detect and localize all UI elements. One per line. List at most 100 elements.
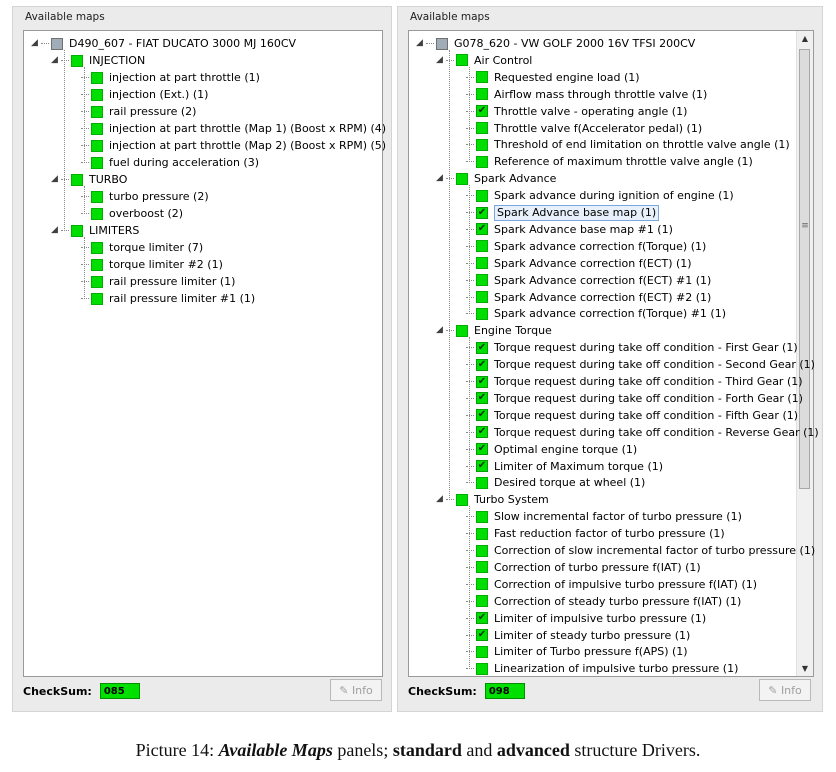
green-checkbox-icon[interactable] bbox=[91, 122, 103, 135]
tree-item-map[interactable]: Spark Advance correction f(ECT) #1 (1) bbox=[455, 272, 711, 289]
tree-item-group[interactable]: ◢TURBO bbox=[50, 171, 127, 188]
collapse-arrow-icon[interactable]: ◢ bbox=[416, 38, 423, 48]
scroll-up-icon[interactable]: ▲ bbox=[801, 34, 809, 43]
green-checkbox-icon[interactable] bbox=[91, 275, 103, 288]
tree-item-map[interactable]: Spark advance correction f(Torque) #1 (1… bbox=[455, 305, 726, 322]
green-checkbox-icon[interactable] bbox=[91, 190, 103, 203]
tree-item-map[interactable]: ✔Torque request during take off conditio… bbox=[455, 424, 819, 441]
driver-checkbox-icon[interactable] bbox=[51, 37, 63, 50]
green-checkbox-icon[interactable] bbox=[71, 54, 83, 67]
green-checkbox-icon[interactable] bbox=[476, 71, 488, 84]
scroll-thumb[interactable] bbox=[799, 49, 810, 489]
green-checkbox-icon[interactable] bbox=[476, 595, 488, 608]
green-checkbox-icon[interactable] bbox=[476, 138, 488, 151]
green-checkbox-icon[interactable] bbox=[476, 88, 488, 101]
green-checkbox-icon[interactable] bbox=[91, 207, 103, 220]
tree-item-map[interactable]: rail pressure limiter (1) bbox=[70, 273, 235, 290]
green-checkbox-icon[interactable] bbox=[91, 156, 103, 169]
tree-item-map[interactable]: ✔Torque request during take off conditio… bbox=[455, 356, 815, 373]
info-button[interactable]: ✎ Info bbox=[330, 679, 382, 701]
tree-item-map[interactable]: turbo pressure (2) bbox=[70, 188, 209, 205]
green-checkbox-icon[interactable] bbox=[476, 257, 488, 270]
tree-item-map[interactable]: injection at part throttle (1) bbox=[70, 69, 260, 86]
green-checkbox-icon[interactable] bbox=[476, 645, 488, 658]
green-checkbox-icon[interactable] bbox=[91, 241, 103, 254]
tree-item-map[interactable]: Spark advance during ignition of engine … bbox=[455, 187, 734, 204]
tree-item-map[interactable]: ✔Torque request during take off conditio… bbox=[455, 390, 803, 407]
collapse-arrow-icon[interactable]: ◢ bbox=[31, 38, 38, 48]
collapse-arrow-icon[interactable]: ◢ bbox=[436, 325, 443, 336]
checked-checkbox-icon[interactable]: ✔ bbox=[476, 105, 488, 118]
left-maps-tree[interactable]: ◢D490_607 - FIAT DUCATO 3000 MJ 160CV◢IN… bbox=[23, 30, 386, 677]
green-checkbox-icon[interactable] bbox=[91, 258, 103, 271]
tree-item-map[interactable]: ✔Torque request during take off conditio… bbox=[455, 407, 798, 424]
tree-item-map[interactable]: torque limiter (7) bbox=[70, 239, 203, 256]
tree-item-map[interactable]: ✔Limiter of steady turbo pressure (1) bbox=[455, 627, 690, 644]
tree-item-map[interactable]: Reference of maximum throttle valve angl… bbox=[455, 153, 753, 170]
checked-checkbox-icon[interactable]: ✔ bbox=[476, 409, 488, 422]
tree-item-group[interactable]: ◢Engine Torque bbox=[435, 322, 552, 339]
vertical-scrollbar[interactable]: ▲ ≡ ▼ bbox=[796, 31, 813, 676]
scroll-down-icon[interactable]: ▼ bbox=[801, 664, 809, 673]
checked-checkbox-icon[interactable]: ✔ bbox=[476, 392, 488, 405]
green-checkbox-icon[interactable] bbox=[476, 476, 488, 489]
checked-checkbox-icon[interactable]: ✔ bbox=[476, 426, 488, 439]
collapse-arrow-icon[interactable]: ◢ bbox=[436, 54, 443, 65]
tree-item-map[interactable]: ✔Spark Advance base map #1 (1) bbox=[455, 221, 673, 238]
tree-item-map[interactable]: ✔Throttle valve - operating angle (1) bbox=[455, 103, 687, 120]
tree-item-map[interactable]: injection at part throttle (Map 2) (Boos… bbox=[70, 137, 386, 154]
checked-checkbox-icon[interactable]: ✔ bbox=[476, 375, 488, 388]
green-checkbox-icon[interactable] bbox=[476, 274, 488, 287]
green-checkbox-icon[interactable] bbox=[476, 189, 488, 202]
tree-item-map[interactable]: torque limiter #2 (1) bbox=[70, 256, 223, 273]
tree-item-group[interactable]: ◢INJECTION bbox=[50, 52, 145, 69]
tree-item-map[interactable]: ✔Spark Advance base map (1) bbox=[455, 204, 660, 221]
tree-item-map[interactable]: Airflow mass through throttle valve (1) bbox=[455, 86, 707, 103]
tree-item-map[interactable]: Spark Advance correction f(ECT) (1) bbox=[455, 255, 692, 272]
tree-item-map[interactable]: injection at part throttle (Map 1) (Boos… bbox=[70, 120, 386, 137]
green-checkbox-icon[interactable] bbox=[456, 172, 468, 185]
tree-item-map[interactable]: Correction of steady turbo pressure f(IA… bbox=[455, 593, 741, 610]
green-checkbox-icon[interactable] bbox=[456, 493, 468, 506]
green-checkbox-icon[interactable] bbox=[476, 561, 488, 574]
green-checkbox-icon[interactable] bbox=[91, 292, 103, 305]
collapse-arrow-icon[interactable]: ◢ bbox=[51, 225, 58, 235]
green-checkbox-icon[interactable] bbox=[476, 510, 488, 523]
tree-item-map[interactable]: ✔Torque request during take off conditio… bbox=[455, 373, 803, 390]
tree-item-map[interactable]: Fast reduction factor of turbo pressure … bbox=[455, 525, 725, 542]
green-checkbox-icon[interactable] bbox=[456, 324, 468, 337]
tree-item-map[interactable]: ✔Limiter of Maximum torque (1) bbox=[455, 458, 663, 475]
tree-item-root[interactable]: ◢G078_620 - VW GOLF 2000 16V TFSI 200CV bbox=[415, 35, 695, 52]
green-checkbox-icon[interactable] bbox=[91, 88, 103, 101]
green-checkbox-icon[interactable] bbox=[476, 122, 488, 134]
green-checkbox-icon[interactable] bbox=[476, 240, 488, 253]
checked-checkbox-icon[interactable]: ✔ bbox=[476, 460, 488, 472]
green-checkbox-icon[interactable] bbox=[71, 173, 83, 186]
green-checkbox-icon[interactable] bbox=[476, 544, 488, 557]
info-button[interactable]: ✎ Info bbox=[759, 679, 811, 701]
right-maps-tree[interactable]: ▲ ≡ ▼ ◢G078_620 - VW GOLF 2000 16V TFSI … bbox=[408, 30, 819, 677]
tree-item-map[interactable]: Throttle valve f(Accelerator pedal) (1) bbox=[455, 120, 702, 137]
tree-item-map[interactable]: Threshold of end limitation on throttle … bbox=[455, 136, 790, 153]
collapse-arrow-icon[interactable]: ◢ bbox=[51, 174, 58, 184]
green-checkbox-icon[interactable] bbox=[476, 527, 488, 540]
checked-checkbox-icon[interactable]: ✔ bbox=[476, 358, 488, 371]
green-checkbox-icon[interactable] bbox=[71, 224, 83, 237]
tree-item-map[interactable]: fuel during acceleration (3) bbox=[70, 154, 259, 171]
checked-checkbox-icon[interactable]: ✔ bbox=[476, 629, 488, 641]
tree-item-group[interactable]: ◢Air Control bbox=[435, 52, 532, 69]
tree-item-map[interactable]: Linearization of impulsive turbo pressur… bbox=[455, 660, 738, 677]
green-checkbox-icon[interactable] bbox=[476, 307, 488, 320]
green-checkbox-icon[interactable] bbox=[476, 578, 488, 591]
collapse-arrow-icon[interactable]: ◢ bbox=[436, 494, 443, 505]
green-checkbox-icon[interactable] bbox=[476, 662, 488, 675]
green-checkbox-icon[interactable] bbox=[476, 155, 488, 168]
green-checkbox-icon[interactable] bbox=[476, 291, 488, 303]
collapse-arrow-icon[interactable]: ◢ bbox=[436, 173, 443, 184]
green-checkbox-icon[interactable] bbox=[91, 105, 103, 118]
tree-item-map[interactable]: injection (Ext.) (1) bbox=[70, 86, 208, 103]
tree-item-map[interactable]: ✔Limiter of impulsive turbo pressure (1) bbox=[455, 610, 706, 627]
checked-checkbox-icon[interactable]: ✔ bbox=[476, 443, 488, 456]
checked-checkbox-icon[interactable]: ✔ bbox=[476, 341, 488, 354]
tree-item-map[interactable]: ✔Torque request during take off conditio… bbox=[455, 339, 798, 356]
